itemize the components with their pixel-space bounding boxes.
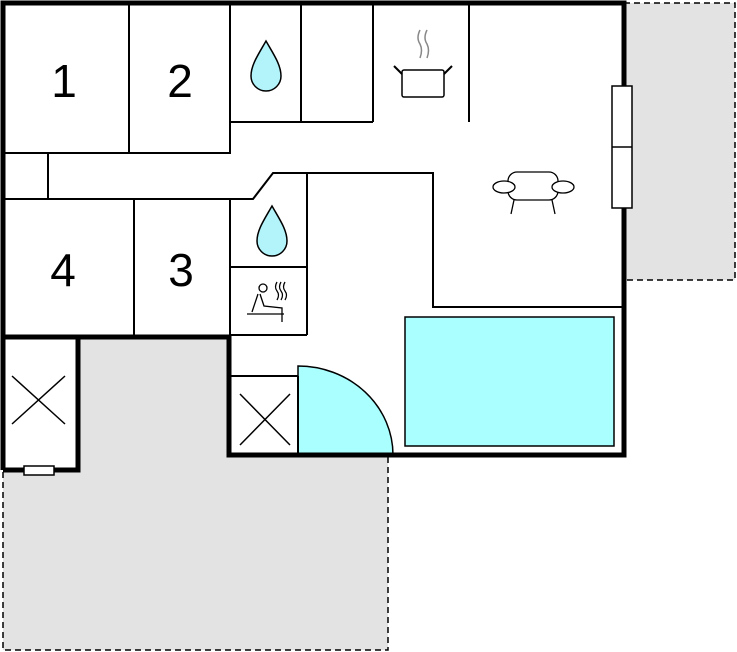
interior-walls bbox=[3, 3, 624, 455]
room-label-3: 3 bbox=[168, 244, 194, 296]
exterior-walls bbox=[0, 0, 627, 473]
sauna-icon bbox=[247, 281, 288, 322]
sofa-icon bbox=[492, 171, 575, 215]
pool bbox=[404, 316, 615, 447]
cooking-pot-icon bbox=[393, 29, 453, 98]
water-drop-icon bbox=[256, 204, 288, 257]
water-drop-icon bbox=[250, 39, 282, 92]
room-label-4: 4 bbox=[50, 244, 76, 296]
room-label-1: 1 bbox=[51, 55, 77, 107]
terrace-right bbox=[623, 2, 736, 281]
closet-x-icon bbox=[11, 375, 291, 446]
room-label-2: 2 bbox=[167, 55, 193, 107]
door-arc-icon bbox=[297, 365, 394, 456]
window-icon bbox=[23, 85, 633, 476]
